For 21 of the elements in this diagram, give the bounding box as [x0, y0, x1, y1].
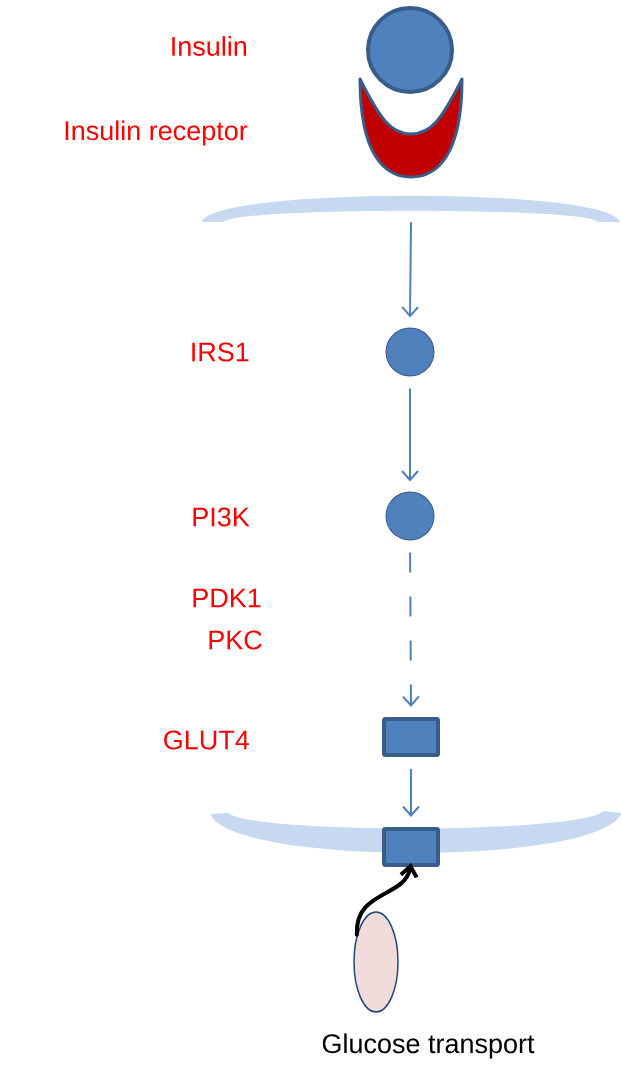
membrane-band — [202, 195, 620, 222]
protein-label: GLUT4 — [164, 730, 249, 750]
arrow — [401, 551, 420, 707]
arrow — [401, 387, 419, 482]
protein-label: Glucose transport — [322, 1033, 535, 1059]
protein-box — [382, 827, 440, 867]
protein-label: Insulin receptor — [65, 120, 248, 146]
protein-circle — [385, 327, 435, 377]
protein-label: IRS1 — [192, 342, 249, 362]
glucose-ellipse — [353, 911, 399, 1013]
arrow — [402, 768, 420, 817]
arrow — [354, 863, 419, 937]
protein-label: PKC — [209, 630, 262, 650]
protein-circle — [366, 6, 454, 94]
receptor-crescent — [358, 77, 464, 179]
protein-circle — [385, 491, 435, 541]
protein-label: Insulin — [172, 36, 247, 56]
protein-label: PDK1 — [193, 588, 261, 608]
arrow — [401, 221, 420, 318]
protein-box — [382, 717, 440, 757]
protein-label: PI3K — [193, 507, 250, 527]
